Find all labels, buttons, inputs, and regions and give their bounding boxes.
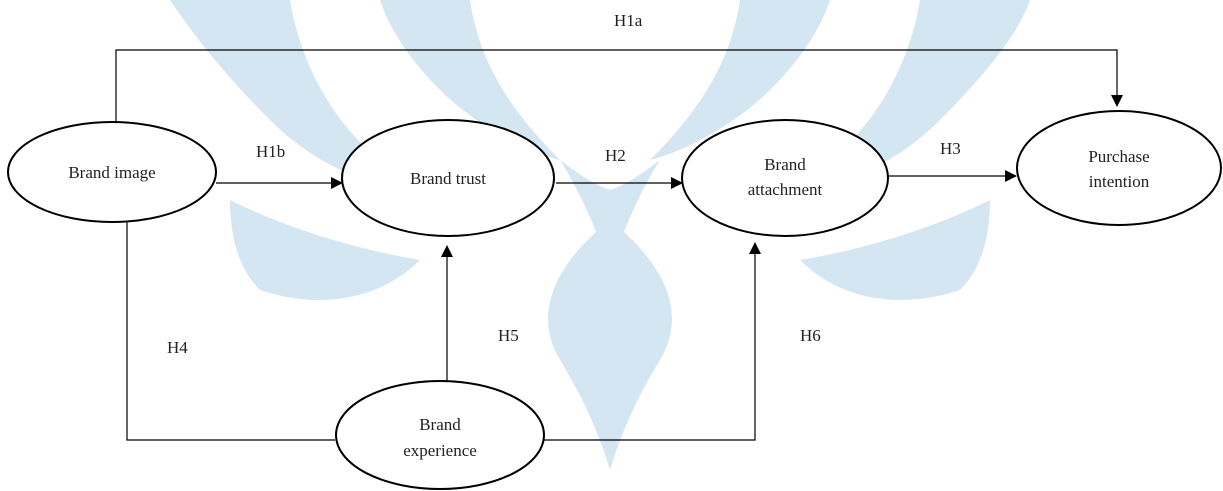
node-label: Purchase: [1088, 147, 1149, 166]
node-label: Brand trust: [410, 169, 486, 188]
edge-label-h1b: H1b: [256, 142, 285, 161]
node-label: Brand image: [68, 163, 155, 182]
edge-label-h6: H6: [800, 326, 821, 345]
node-brand-image: Brand image: [7, 121, 217, 223]
node-brand-attachment: Brand attachment: [681, 119, 889, 237]
edge-label-h2: H2: [605, 146, 626, 165]
edge-h4: [121, 207, 335, 441]
node-label: attachment: [748, 180, 823, 199]
node-label: experience: [403, 441, 477, 460]
node-label: Brand: [419, 415, 461, 434]
edge-label-h4: H4: [167, 338, 188, 357]
node-brand-experience: Brand experience: [335, 380, 545, 490]
node-label: intention: [1089, 172, 1150, 191]
node-purchase-intention: Purchase intention: [1016, 110, 1222, 226]
edge-label-h1a: H1a: [614, 11, 643, 30]
watermark-emblem: [170, 0, 1030, 470]
node-brand-trust: Brand trust: [341, 119, 555, 237]
edge-label-h3: H3: [940, 139, 961, 158]
node-label: Brand: [764, 155, 806, 174]
edge-h1a: [115, 49, 1123, 148]
edge-label-h5: H5: [498, 326, 519, 345]
edge-h6: [543, 242, 761, 441]
